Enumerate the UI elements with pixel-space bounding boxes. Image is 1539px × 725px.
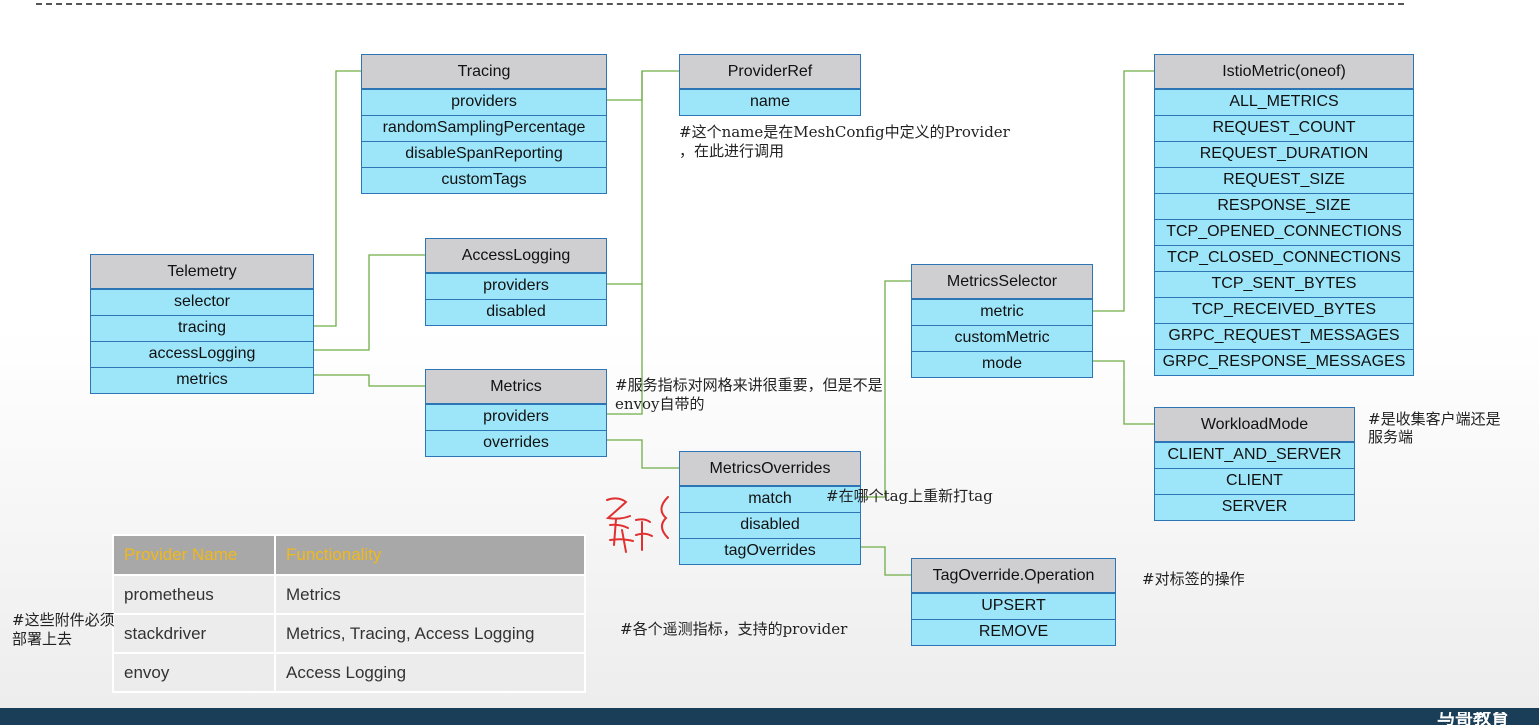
header-provider-name: Provider Name bbox=[112, 534, 276, 576]
istiometric-value: GRPC_REQUEST_MESSAGES bbox=[1155, 323, 1413, 349]
connector-mode-workloadmode bbox=[1093, 360, 1154, 425]
tracing-field-custom-tags: customTags bbox=[362, 167, 606, 193]
functionality-cell: Metrics bbox=[274, 574, 586, 615]
metricsoverrides-box: MetricsOverrides match disabled tagOverr… bbox=[679, 451, 861, 565]
metricsoverrides-field-disabled: disabled bbox=[680, 512, 860, 538]
connector-match-metricsselector bbox=[861, 280, 911, 498]
metricsselector-field-custommetric: customMetric bbox=[912, 325, 1092, 351]
tagoverride-box: TagOverride.Operation UPSERT REMOVE bbox=[911, 558, 1116, 646]
table-row: envoy Access Logging bbox=[112, 652, 586, 693]
metricsselector-field-metric: metric bbox=[912, 299, 1092, 325]
addons-note-line1: #这些附件必须 bbox=[12, 611, 115, 629]
accesslogging-field-disabled: disabled bbox=[426, 299, 606, 325]
header-functionality: Functionality bbox=[274, 534, 586, 576]
metrics-note-line1: #服务指标对网格来讲很重要，但是不是 bbox=[615, 376, 883, 394]
connector-accesslogging-providerref bbox=[606, 71, 643, 285]
istiometric-value: TCP_OPENED_CONNECTIONS bbox=[1155, 219, 1413, 245]
istiometric-value: TCP_RECEIVED_BYTES bbox=[1155, 297, 1413, 323]
metricsselector-title: MetricsSelector bbox=[912, 265, 1092, 299]
telemetry-field-tracing: tracing bbox=[91, 315, 313, 341]
istiometric-value: GRPC_RESPONSE_MESSAGES bbox=[1155, 349, 1413, 375]
functionality-cell: Access Logging bbox=[274, 652, 586, 693]
metricsoverrides-field-match: match bbox=[680, 486, 860, 512]
workloadmode-note: #是收集客户端还是 服务端 bbox=[1368, 410, 1501, 446]
connector-tagoverrides-operation bbox=[861, 546, 911, 576]
connector-telemetry-accesslogging bbox=[313, 254, 425, 351]
telemetry-field-metrics: metrics bbox=[91, 367, 313, 393]
connector-metrics-providerref bbox=[606, 284, 643, 415]
telemetry-field-selector: selector bbox=[91, 289, 313, 315]
workloadmode-value: CLIENT_AND_SERVER bbox=[1155, 442, 1354, 468]
provider-table-header: Provider Name Functionality bbox=[112, 534, 586, 576]
workloadmode-note-line1: #是收集客户端还是 bbox=[1368, 410, 1501, 428]
connector-telemetry-tracing bbox=[313, 70, 361, 327]
connector-telemetry-metrics bbox=[313, 374, 425, 387]
workloadmode-box: WorkloadMode CLIENT_AND_SERVER CLIENT SE… bbox=[1154, 407, 1355, 521]
metrics-note: #服务指标对网格来讲很重要，但是不是 envoy自带的 bbox=[615, 376, 883, 414]
connector-metric-istiometric bbox=[1093, 70, 1154, 312]
metricsoverrides-field-tagoverrides: tagOverrides bbox=[680, 538, 860, 564]
providerref-field-name: name bbox=[680, 89, 860, 115]
providerref-note: #这个name是在MeshConfig中定义的Provider ，在此进行调用 bbox=[679, 123, 1010, 161]
provider-table: Provider Name Functionality prometheus M… bbox=[112, 534, 586, 693]
telemetry-box: Telemetry selector tracing accessLogging… bbox=[90, 254, 314, 394]
tagoverride-title: TagOverride.Operation bbox=[912, 559, 1115, 593]
metricsselector-box: MetricsSelector metric customMetric mode bbox=[911, 264, 1093, 378]
istiometric-value: TCP_CLOSED_CONNECTIONS bbox=[1155, 245, 1413, 271]
provider-name-cell: prometheus bbox=[112, 574, 276, 615]
match-note: #在哪个tag上重新打tag bbox=[826, 487, 993, 505]
istiometric-value: REQUEST_SIZE bbox=[1155, 167, 1413, 193]
table-row: stackdriver Metrics, Tracing, Access Log… bbox=[112, 613, 586, 654]
metricsoverrides-title: MetricsOverrides bbox=[680, 452, 860, 486]
providerref-note-line1: #这个name是在MeshConfig中定义的Provider bbox=[679, 123, 1010, 141]
tracing-field-random-sampling: randomSamplingPercentage bbox=[362, 115, 606, 141]
table-row: prometheus Metrics bbox=[112, 574, 586, 615]
istiometric-value: REQUEST_DURATION bbox=[1155, 141, 1413, 167]
telemetry-title: Telemetry bbox=[91, 255, 313, 289]
istiometric-box: IstioMetric(oneof) ALL_METRICS REQUEST_C… bbox=[1154, 54, 1414, 376]
providers-note: #各个遥测指标，支持的provider bbox=[620, 620, 848, 638]
accesslogging-box: AccessLogging providers disabled bbox=[425, 238, 607, 326]
istiometric-value: ALL_METRICS bbox=[1155, 89, 1413, 115]
workloadmode-value: SERVER bbox=[1155, 494, 1354, 520]
addons-note-line2: 部署上去 bbox=[12, 630, 73, 648]
workloadmode-title: WorkloadMode bbox=[1155, 408, 1354, 442]
metrics-field-providers: providers bbox=[426, 404, 606, 430]
providerref-title: ProviderRef bbox=[680, 55, 860, 89]
metrics-title: Metrics bbox=[426, 370, 606, 404]
provider-name-cell: stackdriver bbox=[112, 613, 276, 654]
handwritten-annotation bbox=[605, 496, 669, 553]
tracing-title: Tracing bbox=[362, 55, 606, 89]
accesslogging-title: AccessLogging bbox=[426, 239, 606, 273]
telemetry-field-accesslogging: accessLogging bbox=[91, 341, 313, 367]
tagoperation-note: #对标签的操作 bbox=[1142, 570, 1245, 588]
addons-note: #这些附件必须 部署上去 bbox=[12, 611, 115, 649]
tagoverride-value-upsert: UPSERT bbox=[912, 593, 1115, 619]
providerref-note-line2: ，在此进行调用 bbox=[679, 142, 785, 160]
connector-metrics-overrides bbox=[606, 439, 679, 469]
istiometric-value: REQUEST_COUNT bbox=[1155, 115, 1413, 141]
workloadmode-note-line2: 服务端 bbox=[1368, 428, 1414, 446]
provider-name-cell: envoy bbox=[112, 652, 276, 693]
tracing-field-disable-span: disableSpanReporting bbox=[362, 141, 606, 167]
metrics-field-overrides: overrides bbox=[426, 430, 606, 456]
providerref-box: ProviderRef name bbox=[679, 54, 861, 116]
metricsselector-field-mode: mode bbox=[912, 351, 1092, 377]
dashed-separator bbox=[36, 3, 1404, 5]
footer-bar bbox=[0, 708, 1539, 725]
functionality-cell: Metrics, Tracing, Access Logging bbox=[274, 613, 586, 654]
tracing-field-providers: providers bbox=[362, 89, 606, 115]
tracing-box: Tracing providers randomSamplingPercenta… bbox=[361, 54, 607, 194]
istiometric-value: TCP_SENT_BYTES bbox=[1155, 271, 1413, 297]
workloadmode-value: CLIENT bbox=[1155, 468, 1354, 494]
istiometric-title: IstioMetric(oneof) bbox=[1155, 55, 1413, 89]
footer-logo: 马哥教育 bbox=[1437, 712, 1509, 725]
metrics-box: Metrics providers overrides bbox=[425, 369, 607, 457]
istiometric-value: RESPONSE_SIZE bbox=[1155, 193, 1413, 219]
accesslogging-field-providers: providers bbox=[426, 273, 606, 299]
metrics-note-line2: envoy自带的 bbox=[615, 395, 705, 413]
tagoverride-value-remove: REMOVE bbox=[912, 619, 1115, 645]
